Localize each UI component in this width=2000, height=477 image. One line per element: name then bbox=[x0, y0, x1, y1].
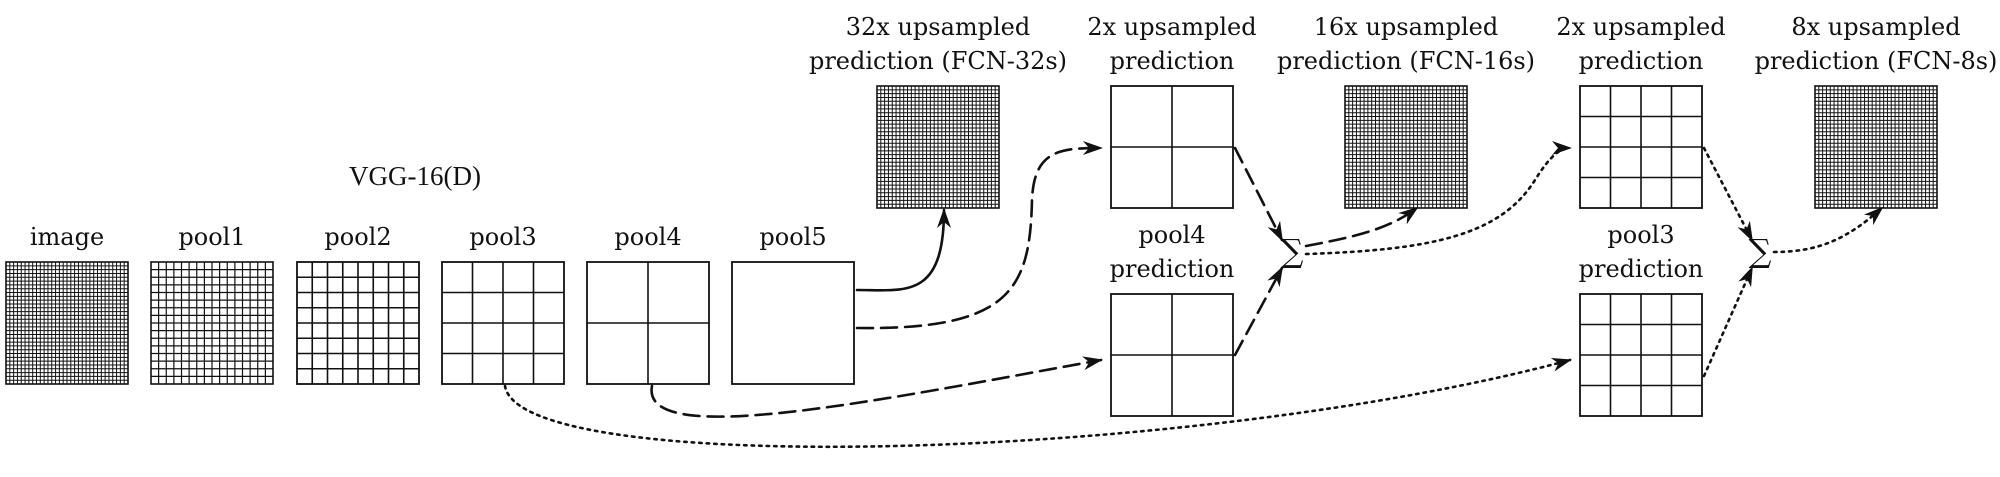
fcn8-grid bbox=[1814, 85, 1938, 209]
pool4pred-label-line-1: prediction bbox=[1110, 255, 1235, 283]
up2b-grid bbox=[1579, 85, 1703, 209]
up2a-label-line-1: prediction bbox=[1110, 47, 1235, 75]
pool2-label-line-0: pool2 bbox=[324, 223, 391, 251]
image-label-line-0: image bbox=[30, 223, 104, 251]
arrow-pool3-to-pool3pred bbox=[503, 357, 1572, 449]
pool1-grid bbox=[150, 261, 274, 385]
pool5-grid bbox=[731, 261, 855, 385]
arrow-up2b-to-sum2 bbox=[1702, 146, 1754, 242]
fcn16-grid bbox=[1344, 85, 1468, 209]
network-title: VGG-16(D) bbox=[349, 161, 481, 191]
pool3pred-grid bbox=[1579, 293, 1703, 417]
arrow-pool3pred-to-sum2 bbox=[1702, 266, 1754, 378]
fcn32-grid bbox=[876, 85, 1000, 209]
up2a-grid bbox=[1110, 85, 1234, 209]
up2b-label-line-1: prediction bbox=[1579, 47, 1704, 75]
fcn32-label-line-1: prediction (FCN-32s) bbox=[809, 47, 1067, 75]
fcn32-label-line-0: 32x upsampled bbox=[846, 13, 1031, 41]
arrow-pool5-to-fcn32 bbox=[855, 208, 951, 292]
fcn8-label-line-1: prediction (FCN-8s) bbox=[1755, 47, 1998, 75]
pool4pred-grid bbox=[1110, 293, 1234, 417]
pool4-label-line-0: pool4 bbox=[614, 223, 681, 251]
sum-node-fcn8: ∑ bbox=[1749, 232, 1772, 270]
arrow-up2a-to-sum1 bbox=[1233, 146, 1284, 242]
arrow-pool4pred-to-sum1 bbox=[1233, 266, 1284, 357]
pool4pred-label-line-0: pool4 bbox=[1138, 221, 1205, 249]
pool3pred-label-line-0: pool3 bbox=[1607, 221, 1674, 249]
arrow-sum2-to-fcn8 bbox=[1772, 206, 1884, 254]
pool2-grid bbox=[296, 261, 420, 385]
pool3pred-label-line-1: prediction bbox=[1579, 255, 1704, 283]
pool3-label-line-0: pool3 bbox=[469, 223, 536, 251]
fcn16-label-line-0: 16x upsampled bbox=[1314, 13, 1499, 41]
pool4-grid bbox=[586, 261, 710, 385]
up2b-label-line-0: 2x upsampled bbox=[1556, 13, 1725, 41]
pool1-label-line-0: pool1 bbox=[178, 223, 245, 251]
arrow-sum1-to-fcn16 bbox=[1304, 206, 1419, 248]
connection-arrows bbox=[503, 141, 1884, 449]
pool5-label-line-0: pool5 bbox=[759, 223, 826, 251]
feature-grids: image pool1 pool2 pool3 pool4 pool5 32x upsamp… bbox=[5, 13, 1998, 417]
arrow-pool4-to-pool4pred bbox=[650, 356, 1103, 418]
arrow-sum1-to-up2b bbox=[1304, 141, 1572, 256]
pool3-grid bbox=[441, 261, 565, 385]
fcn8-label-line-0: 8x upsampled bbox=[1791, 13, 1960, 41]
arrow-pool5-to-up2a bbox=[855, 141, 1103, 330]
up2a-label-line-0: 2x upsampled bbox=[1087, 13, 1256, 41]
image-grid bbox=[5, 261, 129, 385]
fcn16-label-line-1: prediction (FCN-16s) bbox=[1277, 47, 1535, 75]
sum-node-fcn16: ∑ bbox=[1281, 232, 1304, 270]
